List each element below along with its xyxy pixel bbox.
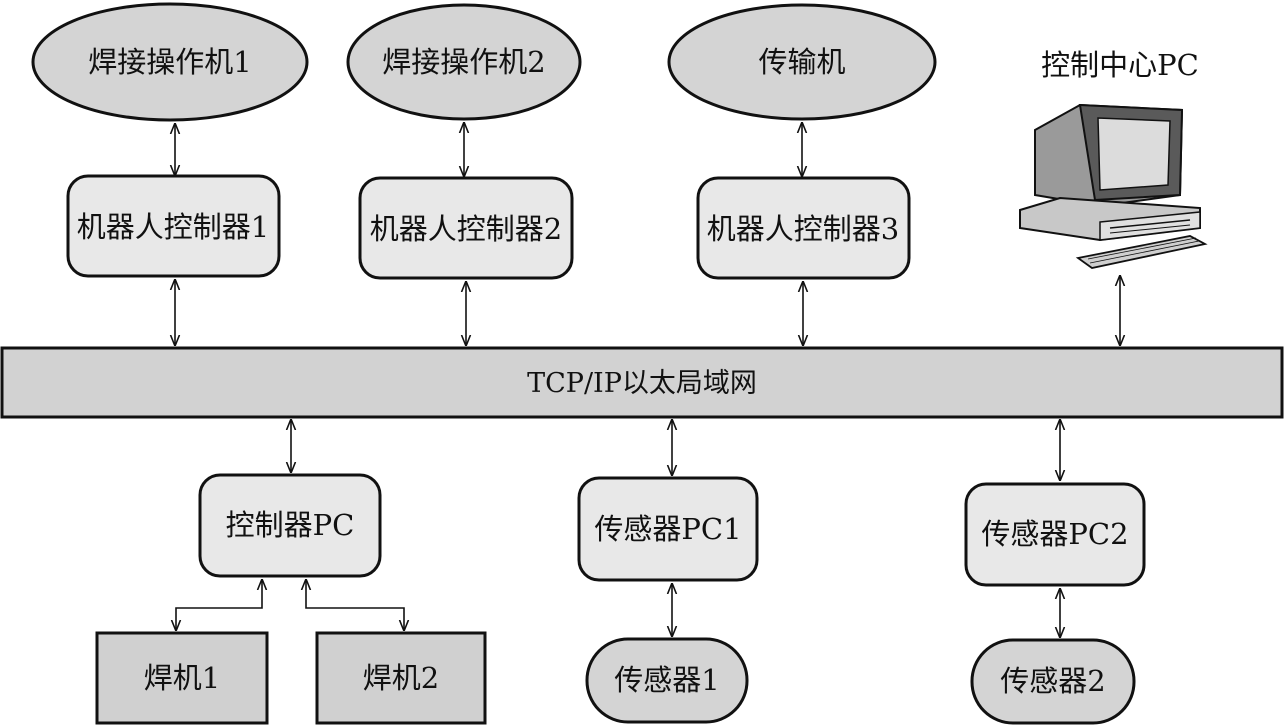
welder-1: 焊机1	[95, 631, 269, 725]
operator-welding-1: 焊接操作机1	[31, 2, 309, 122]
sensor-pc-2: 传感器PC2	[964, 482, 1146, 587]
welder-1-label: 焊机1	[144, 661, 220, 695]
welder-2-label: 焊机2	[363, 661, 439, 695]
ethernet-bus: TCP/IP以太局域网	[0, 346, 1284, 419]
control-center-label: 控制中心PC	[1041, 48, 1199, 82]
controller-pc: 控制器PC	[198, 473, 382, 578]
sensor-1: 传感器1	[585, 637, 749, 724]
link-controller-pc-welder2	[306, 580, 404, 630]
robot-controller-3-label: 机器人控制器3	[707, 212, 899, 246]
robot-controller-1-label: 机器人控制器1	[77, 210, 269, 244]
desktop-computer-icon	[1019, 103, 1208, 269]
sensor-pc-1-label: 传感器PC1	[594, 512, 741, 546]
sensor-1-label: 传感器1	[614, 663, 719, 697]
controller-pc-label: 控制器PC	[226, 508, 355, 542]
link-controller-pc-welder1	[176, 580, 262, 630]
sensor-pc-1: 传感器PC1	[577, 476, 759, 582]
conveyor-label: 传输机	[758, 45, 845, 79]
sensor-2-label: 传感器2	[1000, 664, 1105, 698]
sensor-pc-2-label: 传感器PC2	[981, 517, 1128, 551]
robot-controller-2-label: 机器人控制器2	[370, 212, 562, 246]
robot-controller-3: 机器人控制器3	[696, 176, 911, 280]
robot-controller-2: 机器人控制器2	[358, 176, 574, 280]
welder-2: 焊机2	[315, 631, 487, 725]
robot-controller-1: 机器人控制器1	[66, 174, 281, 278]
operator-welding-1-label: 焊接操作机1	[88, 45, 251, 79]
sensor-2: 传感器2	[970, 638, 1136, 725]
conveyor: 传输机	[667, 3, 937, 121]
operator-welding-2: 焊接操作机2	[346, 3, 582, 121]
operator-welding-2-label: 焊接操作机2	[382, 45, 545, 79]
ethernet-bus-label: TCP/IP以太局域网	[527, 368, 757, 399]
